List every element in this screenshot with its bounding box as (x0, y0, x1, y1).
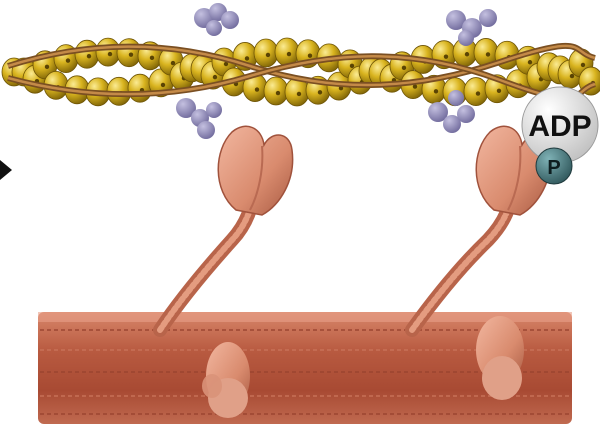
actin-bead-dot (87, 54, 91, 58)
actin-bead-dot (213, 75, 217, 79)
actin-bead-dot (350, 64, 354, 68)
arrow-icon (0, 160, 12, 180)
actin-bead-dot (581, 63, 585, 67)
actin-bead (117, 39, 141, 67)
actin-bead-dot (476, 91, 480, 95)
actin-bead-dot (497, 89, 501, 93)
actin-bead-dot (129, 52, 133, 56)
actin-bead-dot (150, 56, 154, 60)
actin-bead-dot (108, 52, 112, 56)
phosphate-molecule: P (536, 148, 572, 184)
actin-filament (2, 38, 600, 106)
actin-bead-dot (297, 92, 301, 96)
actin-bead-dot (465, 52, 469, 56)
actin-bead (464, 78, 488, 106)
actin-bead-dot (245, 56, 249, 60)
actin-bead-dot (308, 54, 312, 58)
phosphate-label: P (547, 157, 560, 179)
actin-bead-dot (66, 58, 70, 62)
actin-bead-dot (255, 87, 259, 91)
actin-bead (96, 38, 120, 66)
actin-bead-dot (276, 91, 280, 95)
actin-bead-dot (318, 90, 322, 94)
actin-bead (264, 77, 288, 105)
actin-bead-dot (570, 74, 574, 78)
actin-bead-dot (528, 60, 532, 64)
troponin-complex-top-left (194, 3, 239, 36)
actin-bead (254, 39, 278, 67)
actin-bead-dot (486, 52, 490, 56)
actin-bead-dot (402, 66, 406, 70)
troponin-complex-bottom-left (176, 98, 222, 139)
actin-bead-dot (444, 54, 448, 58)
myosin-head-left (218, 126, 292, 215)
actin-bead-dot (161, 83, 165, 87)
myosin-cross-bridge-left (160, 126, 293, 330)
actin-bead-dot (287, 52, 291, 56)
actin-bead-dot (45, 65, 49, 69)
actin-bead-dot (434, 89, 438, 93)
actin-bead-dot (266, 53, 270, 57)
adp-label: ADP (528, 110, 591, 143)
myosin-cross-bridge-right (412, 126, 551, 330)
actin-bead (128, 74, 152, 102)
actin-bead (75, 40, 99, 68)
myosin-filament (38, 312, 572, 424)
